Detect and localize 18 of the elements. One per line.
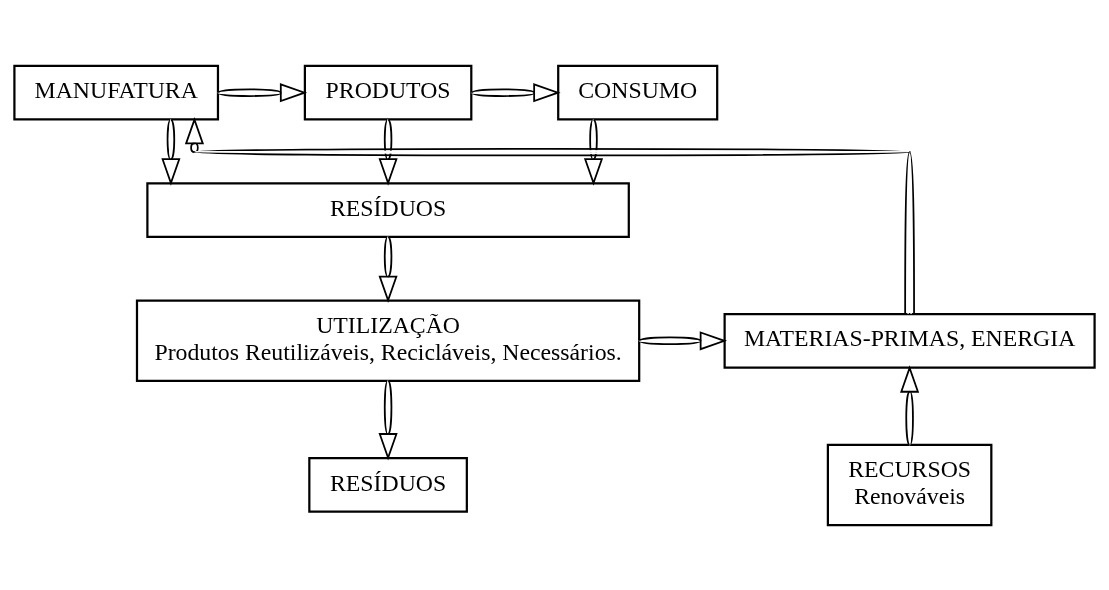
arrow: [583, 118, 604, 186]
arrow: [378, 379, 398, 460]
node-box: RESÍDUOS: [308, 456, 468, 513]
arrow: [471, 82, 561, 102]
node-box: UTILIZAÇÃO Produtos Reutilizáveis, Recicláveis, Necessários.: [135, 299, 641, 382]
arrow: [161, 118, 181, 186]
node-box: PRODUTOS: [303, 64, 473, 121]
arrow: [217, 82, 308, 102]
node-box: RECURSOS Renováveis: [826, 443, 993, 526]
arrow: [900, 364, 920, 446]
node-box: RESÍDUOS: [146, 181, 630, 238]
arrow: [378, 235, 398, 303]
arrow: [638, 330, 728, 350]
arrow: [184, 116, 915, 315]
node-box: MANUFATURA: [13, 64, 220, 121]
node-box: CONSUMO: [557, 64, 719, 121]
arrow: [378, 118, 398, 186]
node-box: MATERIAS-PRIMAS, ENERGIA: [723, 312, 1096, 369]
